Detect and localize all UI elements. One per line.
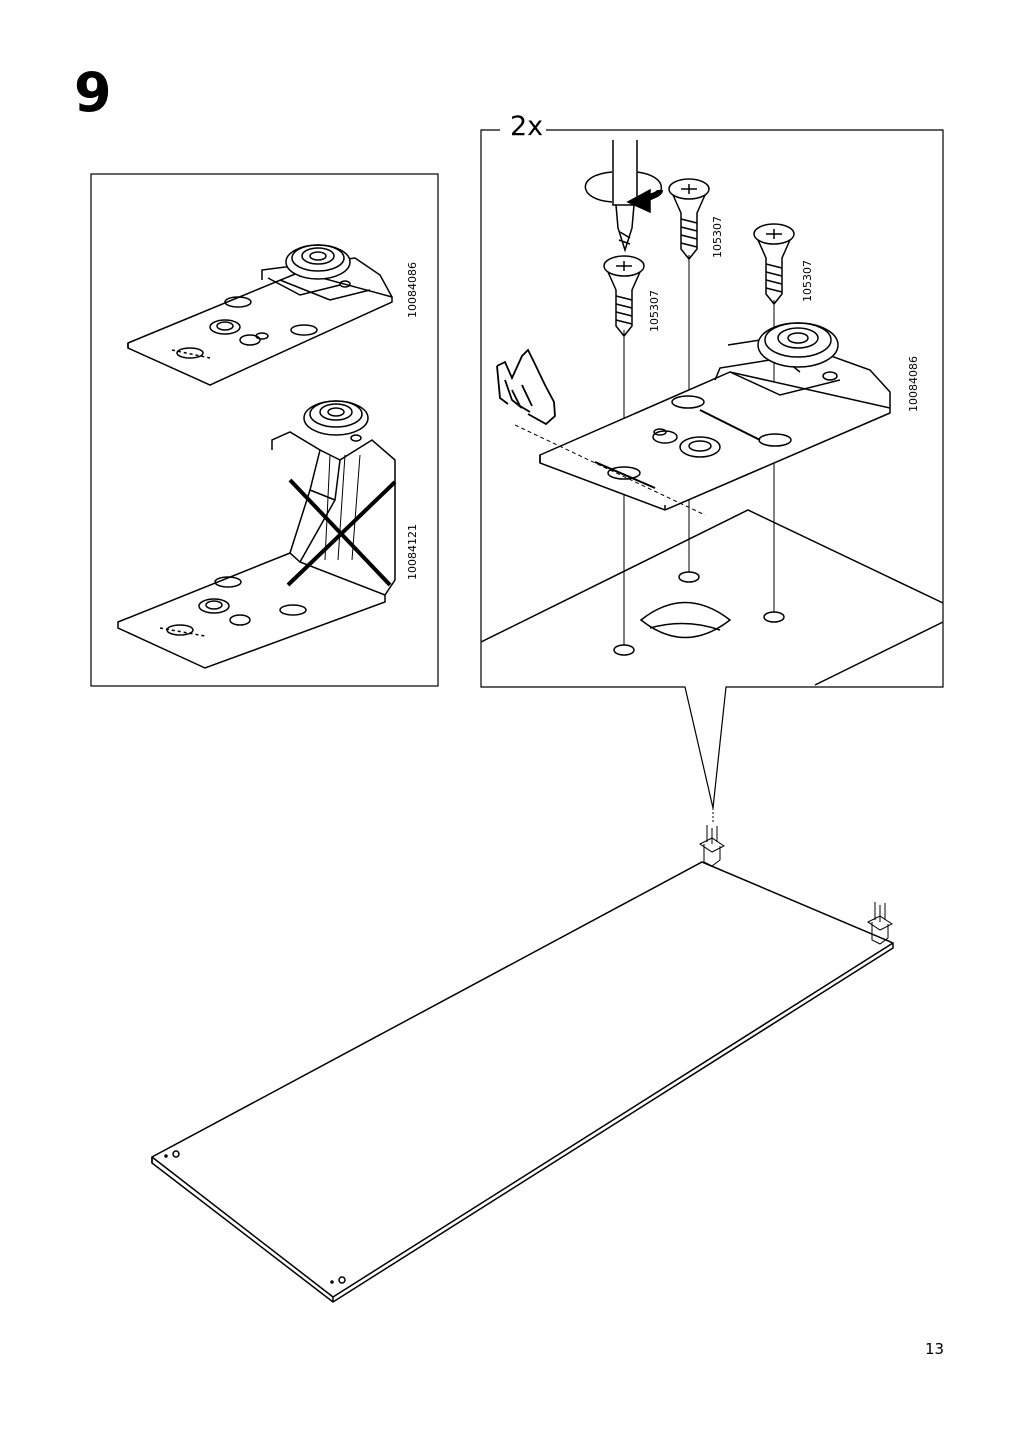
wrong-part-label: 10084121	[406, 524, 419, 580]
screw-1-icon	[603, 255, 645, 338]
quantity-label: 2x	[504, 113, 550, 140]
fitting-placement-1	[699, 825, 725, 867]
page-number: 13	[925, 1340, 945, 1358]
not-allowed-cross-icon	[286, 478, 397, 587]
correct-part-label: 10084086	[406, 262, 419, 318]
screw-3-icon	[753, 223, 795, 306]
screw-label-2: 105307	[711, 216, 724, 258]
screwdriver-icon	[612, 140, 638, 253]
correct-fitting-drawing	[127, 244, 393, 386]
fitting-plate-drawing	[539, 322, 891, 511]
screw-2-icon	[668, 178, 710, 261]
fitting-label: 10084086	[907, 356, 920, 412]
screw-label-3: 105307	[801, 260, 814, 302]
wrong-fitting-drawing	[117, 400, 396, 669]
fitting-placement-2	[867, 902, 893, 945]
right-detail-panel: 105307 105307 105307 10084086	[480, 129, 944, 809]
door-panel-drawing	[151, 808, 894, 1303]
rotate-clockwise-arrow-icon	[584, 171, 663, 214]
left-comparison-panel: 10084086	[90, 173, 439, 687]
step-number: 9	[74, 61, 112, 124]
screw-label-1: 105307	[648, 290, 661, 332]
hand-press-icon	[496, 348, 556, 426]
